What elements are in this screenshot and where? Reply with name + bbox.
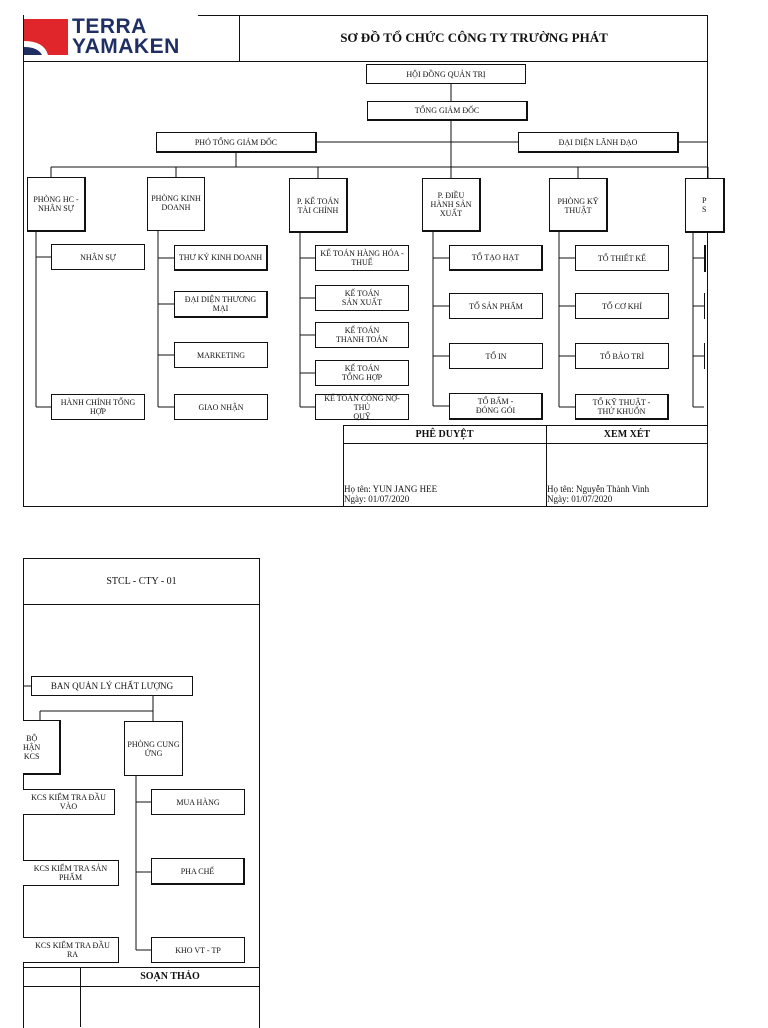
- unit-prod-product: TỔ SẢN PHẨM: [449, 293, 543, 319]
- unit-tech-maintenance: TỔ BẢO TRÌ: [575, 343, 669, 369]
- logo-mark-icon: [24, 19, 68, 55]
- unit-acc-general: KẾ TOÁN TỔNG HỢP: [315, 360, 409, 386]
- page1-frame: [23, 15, 708, 507]
- header-bottom-rule: [23, 61, 708, 62]
- page2-header-rule: [23, 604, 260, 605]
- page-title: SƠ ĐỒ TỔ CHỨC CÔNG TY TRƯỜNG PHÁT: [340, 30, 608, 45]
- unit-hr-admin: HÀNH CHÍNH TỔNG HỢP: [51, 394, 145, 420]
- draft-header: SOẠN THẢO: [140, 971, 200, 982]
- approval-col-divider: [546, 425, 547, 507]
- unit-partial-3: [704, 343, 708, 369]
- approve-name: Họ tên: YUN JANG HEE: [344, 484, 438, 494]
- unit-kcs-incoming: KCS KIỂM TRA ĐẦU VÀO: [23, 789, 115, 815]
- approval-table: [343, 425, 708, 507]
- unit-supply-warehouse: KHO VT - TP: [151, 937, 245, 963]
- unit-supply-mixing: PHA CHẾ: [151, 858, 245, 885]
- unit-sales-marketing: MARKETING: [174, 342, 268, 368]
- unit-sales-secretary: THƯ KÝ KINH DOANH: [174, 245, 268, 271]
- dept-partial-box: P S: [685, 178, 725, 233]
- review-header: XEM XÉT: [603, 428, 651, 440]
- unit-supply-purchasing: MUA HÀNG: [151, 789, 245, 815]
- qa-board-box: BAN QUẢN LÝ CHẤT LƯỢNG: [31, 676, 193, 696]
- unit-hr-personnel: NHÂN SỰ: [51, 244, 145, 270]
- review-date: Ngày: 01/07/2020: [547, 494, 613, 504]
- unit-acc-production: KẾ TOÁN SẢN XUẤT: [315, 285, 409, 311]
- dept-technical-box: PHÒNG KỸ THUẬT: [549, 178, 608, 232]
- draft-table-rule-mid: [23, 986, 260, 987]
- unit-prod-print: TỔ IN: [449, 343, 543, 369]
- logo-text-line2: YAMAKEN: [72, 35, 180, 58]
- draft-table-divider: [80, 967, 81, 1027]
- dept-hr-box: PHÒNG HC - NHÂN SỰ: [27, 177, 86, 232]
- logo-text-line1: TERRA: [72, 15, 147, 38]
- header-divider: [239, 15, 240, 61]
- unit-sales-representative: ĐẠI DIỆN THƯƠNG MẠI: [174, 291, 268, 318]
- company-logo: TERRA YAMAKEN: [24, 15, 199, 58]
- board-of-directors-box: HỘI ĐỒNG QUẢN TRỊ: [366, 64, 526, 84]
- dept-production-box: P. ĐIỀU HÀNH SẢN XUẤT: [422, 178, 481, 232]
- unit-acc-debt-cashier: KẾ TOÁN CÔNG NỢ- THỦ QUỸ: [315, 394, 409, 421]
- dept-supply-box: PHÒNG CUNG ỨNG: [124, 721, 183, 776]
- unit-prod-packing: TỔ BẤM - ĐÓNG GÓI: [449, 393, 543, 420]
- approve-date: Ngày: 01/07/2020: [344, 494, 410, 504]
- unit-acc-payment: KẾ TOÁN THANH TOÁN: [315, 322, 409, 348]
- review-name: Họ tên: Nguyễn Thành Vinh: [547, 484, 650, 494]
- approval-header-rule: [343, 443, 708, 444]
- unit-partial-2: [704, 293, 708, 319]
- unit-sales-delivery: GIAO NHẬN: [174, 394, 268, 420]
- approve-header: PHÊ DUYỆT: [415, 428, 474, 440]
- doc-code: STCL - CTY - 01: [106, 575, 177, 587]
- unit-tech-mechanical: TỔ CƠ KHÍ: [575, 293, 669, 319]
- draft-table-rule-top: [23, 967, 260, 968]
- deputy-general-director-box: PHÓ TỔNG GIÁM ĐỐC: [156, 132, 317, 153]
- unit-prod-granulation: TỔ TẠO HẠT: [449, 245, 543, 271]
- header-top-rule: [198, 15, 708, 16]
- dept-kcs-box: BỘ HẬN KCS: [23, 720, 61, 775]
- unit-kcs-product: KCS KIỂM TRA SẢN PHẨM: [23, 860, 119, 886]
- dept-finance-box: P. KẾ TOÁN TÀI CHÍNH: [289, 178, 348, 233]
- dept-sales-box: PHÒNG KINH DOANH: [147, 177, 205, 231]
- unit-tech-design: TỔ THIẾT KẾ: [575, 245, 669, 271]
- unit-partial-1: [704, 245, 708, 272]
- leadership-representative-box: ĐẠI DIỆN LÃNH ĐẠO: [518, 132, 679, 153]
- general-director-box: TỔNG GIÁM ĐỐC: [367, 101, 528, 121]
- unit-tech-mold-test: TỔ KỸ THUẬT - THỬ KHUÔN: [575, 394, 669, 420]
- unit-kcs-output: KCS KIỂM TRA ĐẦU RA: [23, 937, 119, 963]
- unit-acc-goods-tax: KẾ TOÁN HÀNG HÓA - THUẾ: [315, 245, 409, 271]
